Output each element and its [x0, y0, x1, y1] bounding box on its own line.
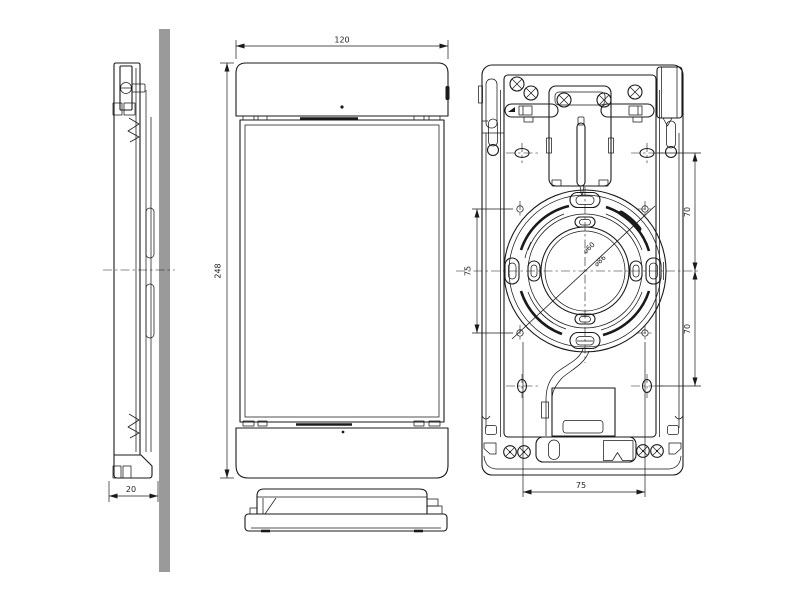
spring-icon [127, 117, 140, 143]
dim-back-left-label: 75 [464, 266, 473, 276]
keyhole-slot [506, 143, 538, 163]
side-view: 20 [103, 62, 175, 502]
dimension-front-width: 120 [235, 36, 449, 59]
dimension-back-right: 70 70 [657, 152, 701, 387]
screw-icon [523, 85, 539, 101]
side-mount-boss [145, 283, 155, 339]
latch-pin [576, 122, 586, 187]
dimension-front-height: 248 [214, 62, 234, 479]
side-top-bracket [112, 65, 146, 116]
cable [541, 348, 590, 436]
mount-hole [516, 325, 524, 341]
corner-block [656, 66, 683, 119]
screen-window [244, 124, 440, 418]
corner-slot [485, 78, 498, 129]
screw-icon [650, 444, 664, 458]
screen-bezel [239, 119, 445, 423]
side-foot [113, 454, 153, 479]
hanger-hook [488, 118, 498, 147]
front-bottom-housing [235, 427, 449, 479]
rotation-mount: ⌀60 ⌀86 [456, 187, 701, 363]
dim-front-height-label: 248 [214, 263, 223, 278]
dim-side-depth-label: 20 [126, 485, 136, 494]
front-view: 120 248 [214, 36, 450, 479]
lock-slot [618, 210, 642, 232]
dimension-side-depth: 20 [108, 481, 159, 502]
camera-dot [340, 105, 344, 109]
dim-mount-outer-diameter-label: ⌀86 [593, 253, 608, 268]
dim-back-right-lower-label: 70 [683, 324, 692, 334]
screw-icon [517, 445, 531, 459]
mount-hole [637, 201, 653, 217]
corner-bracket [481, 415, 497, 455]
corner-bracket [667, 415, 684, 455]
dimension-back-left: 75 [464, 208, 513, 334]
microphone-dot [341, 430, 345, 434]
bottom-tab [426, 498, 439, 507]
screw-icon [636, 444, 650, 458]
hanger-hook [666, 120, 676, 149]
screw-icon [509, 76, 525, 92]
latch-bracket [546, 85, 614, 196]
front-top-housing [235, 62, 449, 117]
screw-icon [556, 92, 572, 108]
spring-icon [127, 413, 140, 439]
bottom-view [244, 488, 448, 533]
bottom-connector-bar [535, 436, 637, 463]
back-view: ⌀60 ⌀86 [456, 64, 701, 497]
dim-front-width-label: 120 [334, 36, 349, 45]
electronics-box [551, 387, 616, 437]
dim-mount-inner-diameter-label: ⌀60 [582, 241, 597, 256]
back-outer-case [481, 64, 684, 476]
slide-rail [504, 103, 559, 123]
mount-hole [637, 325, 653, 341]
diameter-leader-line [511, 205, 656, 340]
keyhole-slot [631, 143, 663, 163]
bottom-base-bar [244, 513, 448, 532]
wall-section [159, 29, 170, 572]
notch [662, 117, 673, 127]
back-mounting-plate [503, 74, 657, 438]
side-mount-boss [145, 207, 155, 259]
mount-hole [516, 201, 524, 217]
keyhole-slot [506, 374, 538, 398]
dim-back-right-upper-label: 70 [683, 207, 692, 217]
electronics-label-plate [562, 420, 604, 434]
side-button [445, 86, 450, 100]
dimension-back-bottom: 75 [522, 342, 646, 497]
keyhole-slot [631, 374, 663, 398]
connector-cutout [603, 440, 634, 461]
dim-back-bottom-label: 75 [576, 481, 586, 490]
screw-icon [627, 84, 643, 100]
screw-icon [503, 445, 517, 459]
slide-rail [600, 103, 655, 123]
